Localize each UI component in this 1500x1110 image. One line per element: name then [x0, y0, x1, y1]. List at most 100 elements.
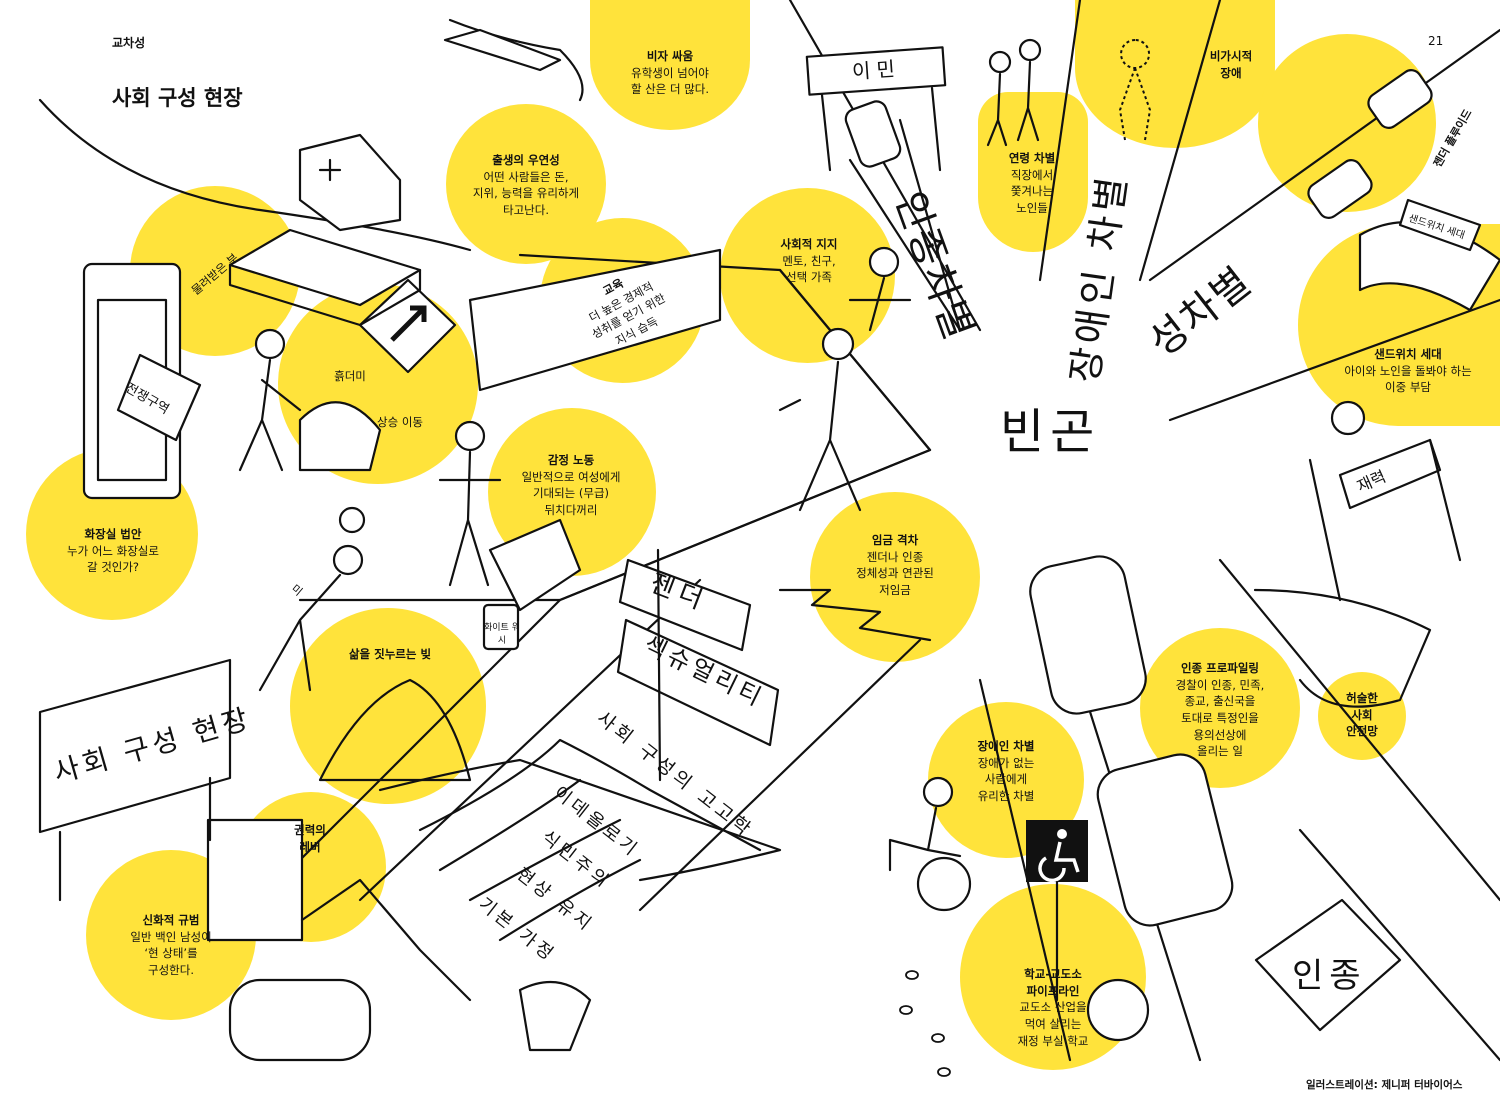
worker-body-5	[258, 573, 342, 692]
accessibility-icon	[1038, 841, 1080, 883]
layer-top	[378, 758, 782, 882]
arrow-icon	[390, 305, 427, 342]
bubble-dirt: 흙더미	[334, 369, 366, 383]
toolbox	[488, 518, 582, 612]
excavator-arm	[300, 878, 472, 1002]
sign-posts	[820, 86, 942, 172]
rubble-pile	[318, 678, 472, 782]
bubble-bg-safetynet	[1318, 672, 1406, 760]
label-immigration: 이민	[851, 56, 902, 84]
car-bottom	[1096, 753, 1234, 927]
ambulance	[298, 133, 402, 232]
race-sign	[1254, 898, 1402, 1032]
diag-road-2	[848, 118, 962, 332]
label-whitewash: 화이트 워시	[484, 623, 520, 646]
paint-can	[482, 603, 520, 651]
river-edge	[38, 98, 472, 252]
construction-sign-posts	[58, 776, 212, 902]
section-label: 교차성	[112, 36, 146, 50]
layer-line-3	[468, 818, 622, 902]
safety-net	[1253, 588, 1432, 708]
invisible-person-icon	[1118, 39, 1152, 141]
layer-line-1	[418, 738, 762, 852]
elder-head-1	[988, 50, 1012, 74]
worker-head-3	[821, 327, 855, 361]
excavator-bucket	[518, 980, 592, 1052]
sandwich-flag	[1398, 198, 1482, 252]
police-car	[1029, 555, 1147, 715]
money-stack	[228, 228, 422, 307]
road-right-2	[1298, 828, 1500, 1062]
bubble-bg-social	[720, 188, 895, 363]
page-number: 21	[1428, 34, 1444, 48]
layer-line-4	[498, 858, 642, 942]
wheelchair-wheel	[916, 856, 972, 912]
money-stack-side	[228, 263, 422, 327]
accessibility-head-icon	[1057, 829, 1067, 839]
airplane-icon	[443, 28, 562, 72]
worker-body-2	[438, 450, 502, 587]
wheelbarrow-wheel	[338, 506, 366, 534]
wheelchair-person-body	[888, 806, 962, 872]
wage-crack	[778, 588, 932, 642]
dirt-pile	[298, 401, 382, 472]
bubble-bg-invisible	[1075, 0, 1275, 148]
elder-bodies	[986, 60, 1040, 147]
layer-line-2	[438, 778, 582, 872]
worker-head-1	[254, 328, 286, 360]
gender-sign	[618, 558, 752, 652]
bubble-debt: 삶을 짓누르는 빚	[348, 647, 432, 661]
worker-head-5	[332, 544, 364, 576]
car-top-2	[1307, 159, 1373, 219]
diag-road-3	[1038, 0, 1222, 282]
bubble-mobility: 상승 이동	[377, 415, 423, 429]
diag-road-5	[1168, 298, 1500, 422]
bubble-bg-visa	[590, 0, 750, 130]
label-race: 인종	[1292, 956, 1367, 996]
elder-head-2	[1018, 38, 1042, 62]
funds-sign	[1338, 438, 1442, 510]
barrier-legs	[1308, 438, 1462, 602]
road-edge	[558, 268, 932, 602]
construction-site-sign	[38, 658, 232, 834]
cross-icon	[318, 158, 342, 182]
ball	[1086, 978, 1150, 1042]
page-title: 사회 구성 현장	[112, 86, 243, 110]
excavator-tracks	[228, 978, 372, 1062]
war-zone-sign	[116, 353, 202, 442]
footprints	[899, 970, 951, 1077]
barrier-light	[1330, 400, 1366, 436]
car-immigration	[844, 100, 902, 168]
wheelchair-person-head	[922, 776, 954, 808]
book-slab	[468, 248, 722, 392]
road-right	[1218, 558, 1500, 902]
worker-head-4	[868, 246, 900, 278]
worker-body-1	[238, 358, 302, 472]
worker-body-3	[778, 360, 862, 512]
illustration-credit: 일러스트레이션: 제니퍼 터바이어스	[1306, 1079, 1463, 1091]
excavator-cab	[206, 818, 304, 942]
plane-trail	[448, 18, 584, 102]
worker-body-4	[848, 276, 912, 332]
car-top-1	[1367, 69, 1433, 129]
sign-immigration	[805, 46, 947, 96]
sign-post-center	[656, 548, 662, 782]
label-poverty: 빈곤	[1000, 404, 1101, 460]
diag-road-4	[1148, 28, 1500, 282]
